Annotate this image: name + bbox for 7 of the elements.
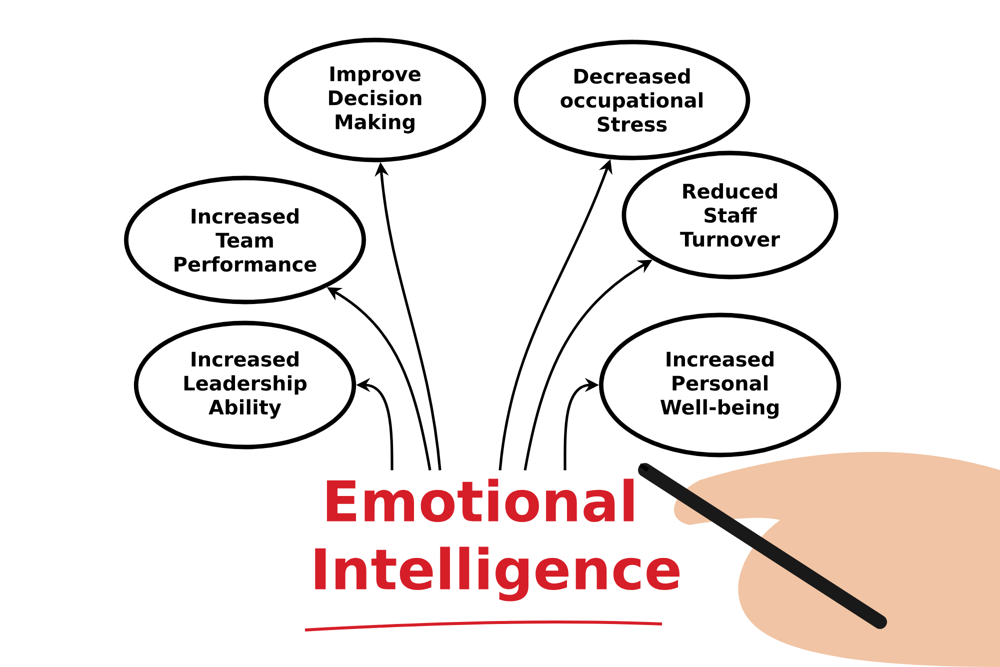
title-text: Emotional Intelligence: [315, 478, 680, 602]
ellipse-bubble: Increased Team Performance: [124, 176, 366, 304]
ellipse-bubble: Increased Personal Well-being: [599, 312, 841, 458]
ellipse-bubble: Increased Leadership Ability: [134, 320, 356, 450]
ellipse-bubble: Improve Decision Making: [264, 38, 486, 162]
ellipse-bubble: Decreased occupational Stress: [514, 40, 750, 160]
ellipse-bubble: Reduced Staff Turnover: [622, 150, 838, 280]
